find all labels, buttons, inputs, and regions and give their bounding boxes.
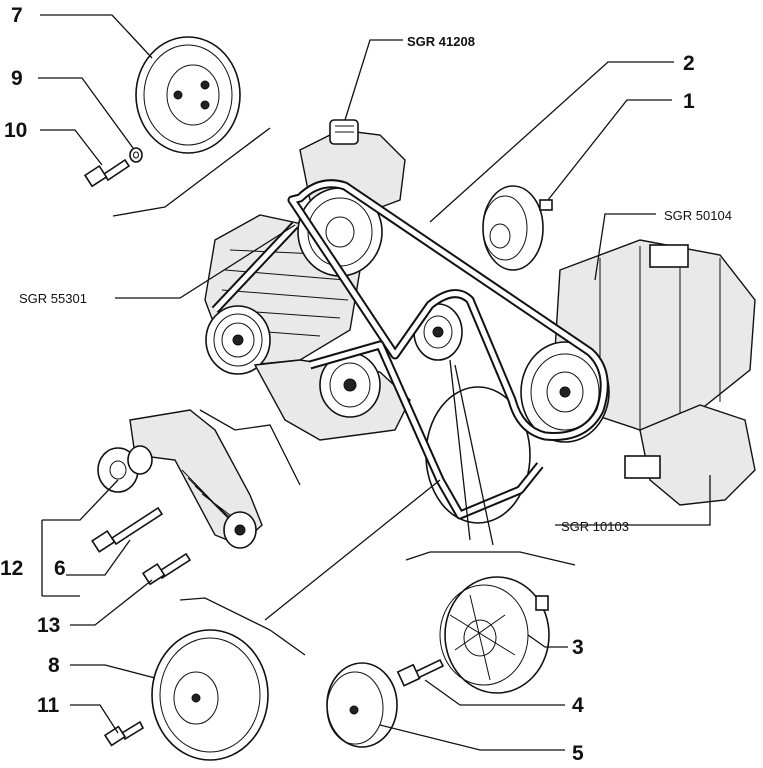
ref-sgr-41208: SGR 41208 — [407, 34, 475, 49]
ref-sgr-10103: SGR 10103 — [561, 519, 629, 534]
drive-belt — [211, 179, 609, 520]
ref-sgr-50104: SGR 50104 — [664, 208, 732, 223]
callout-labels: 7 9 10 2 1 12 6 13 8 11 3 4 5 — [0, 4, 695, 765]
callout-6: 6 — [54, 557, 66, 580]
part-13-bolt — [141, 552, 192, 586]
ref-sgr-55301: SGR 55301 — [19, 291, 87, 306]
callout-8: 8 — [48, 654, 60, 677]
part-7-pulley — [135, 36, 241, 154]
callout-10: 10 — [4, 119, 27, 142]
leader-lines — [38, 14, 711, 751]
callout-2: 2 — [683, 52, 695, 75]
engine-block — [204, 119, 756, 524]
callout-3: 3 — [572, 636, 584, 659]
callout-1: 1 — [683, 90, 695, 113]
part-1-idler-pulley — [482, 185, 553, 271]
part-12-tensioner-assembly — [97, 409, 263, 549]
callout-11: 11 — [37, 694, 60, 717]
callout-5: 5 — [572, 742, 584, 765]
reference-labels: SGR 41208 SGR 50104 SGR 55301 SGR 10103 — [19, 34, 732, 534]
part-5-spacer — [326, 662, 398, 748]
part-8-crank-pulley — [151, 629, 269, 761]
section-break-lines — [112, 127, 576, 656]
callout-12: 12 — [0, 557, 23, 580]
part-11-bolt — [103, 720, 145, 747]
part-6-bolt — [91, 506, 164, 553]
callout-13: 13 — [37, 614, 60, 637]
part-4-bolt — [396, 658, 445, 687]
callout-7: 7 — [11, 4, 23, 27]
part-3-idler-pulley — [439, 576, 550, 694]
callout-9: 9 — [11, 67, 23, 90]
part-9-washer — [129, 147, 143, 163]
part-10-bolt — [83, 158, 131, 188]
callout-4: 4 — [572, 694, 584, 717]
